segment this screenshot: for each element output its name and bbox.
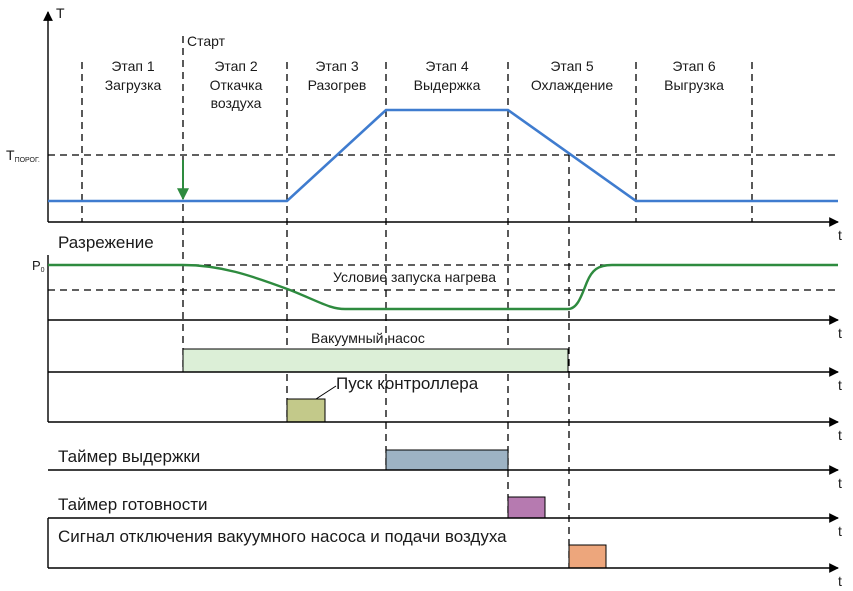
stage-3-name: Разогрев [308,77,367,93]
heating-condition-label: Условие запуска нагрева [333,269,496,285]
ready-timer-label: Таймер готовности [58,495,208,514]
temperature-axis-label: T [56,5,65,21]
controller-start-label: Пуск контроллера [336,374,479,393]
pressure-curve [48,263,838,311]
controller-start-bar [286,398,326,423]
ready-timer-bar [507,496,546,519]
threshold-label: TПОРОГ. [6,147,40,164]
start-label: Старт [187,33,226,49]
stage-4-number: Этап 4 [425,58,469,74]
temperature-curve [48,108,838,203]
time-axis-label-2: t [838,325,842,341]
time-axis-label-3: t [838,377,842,393]
stage-2-name-line2: воздуха [211,95,262,111]
stage-5-name: Охлаждение [531,77,614,93]
hold-timer-bar [385,449,509,471]
stage-3-number: Этап 3 [315,58,359,74]
stage-6-number: Этап 6 [672,58,716,74]
time-axis-label-7: t [838,573,842,589]
shutdown-signal-label: Сигнал отключения вакуумного насоса и по… [58,527,507,546]
time-axis-label: t [838,227,842,243]
vacuum-pump-label: Вакуумный насос [311,330,425,346]
stage-1-name: Загрузка [105,77,162,93]
stage-4-name: Выдержка [414,77,481,93]
p0-label: P0 [32,258,45,274]
stage-2-number: Этап 2 [214,58,258,74]
time-axis-label-5: t [838,475,842,491]
shutdown-bar [568,544,607,569]
stage-2-name: Откачка [210,77,263,93]
stage-5-number: Этап 5 [550,58,594,74]
controller-callout [315,385,337,400]
stage-6-name: Выгрузка [664,77,724,93]
pressure-title: Разрежение [58,233,154,252]
vacuum-pump-bar [182,348,569,373]
hold-timer-label: Таймер выдержки [58,447,200,466]
stage-1-number: Этап 1 [111,58,155,74]
time-axis-label-4: t [838,427,842,443]
time-axis-label-6: t [838,523,842,539]
